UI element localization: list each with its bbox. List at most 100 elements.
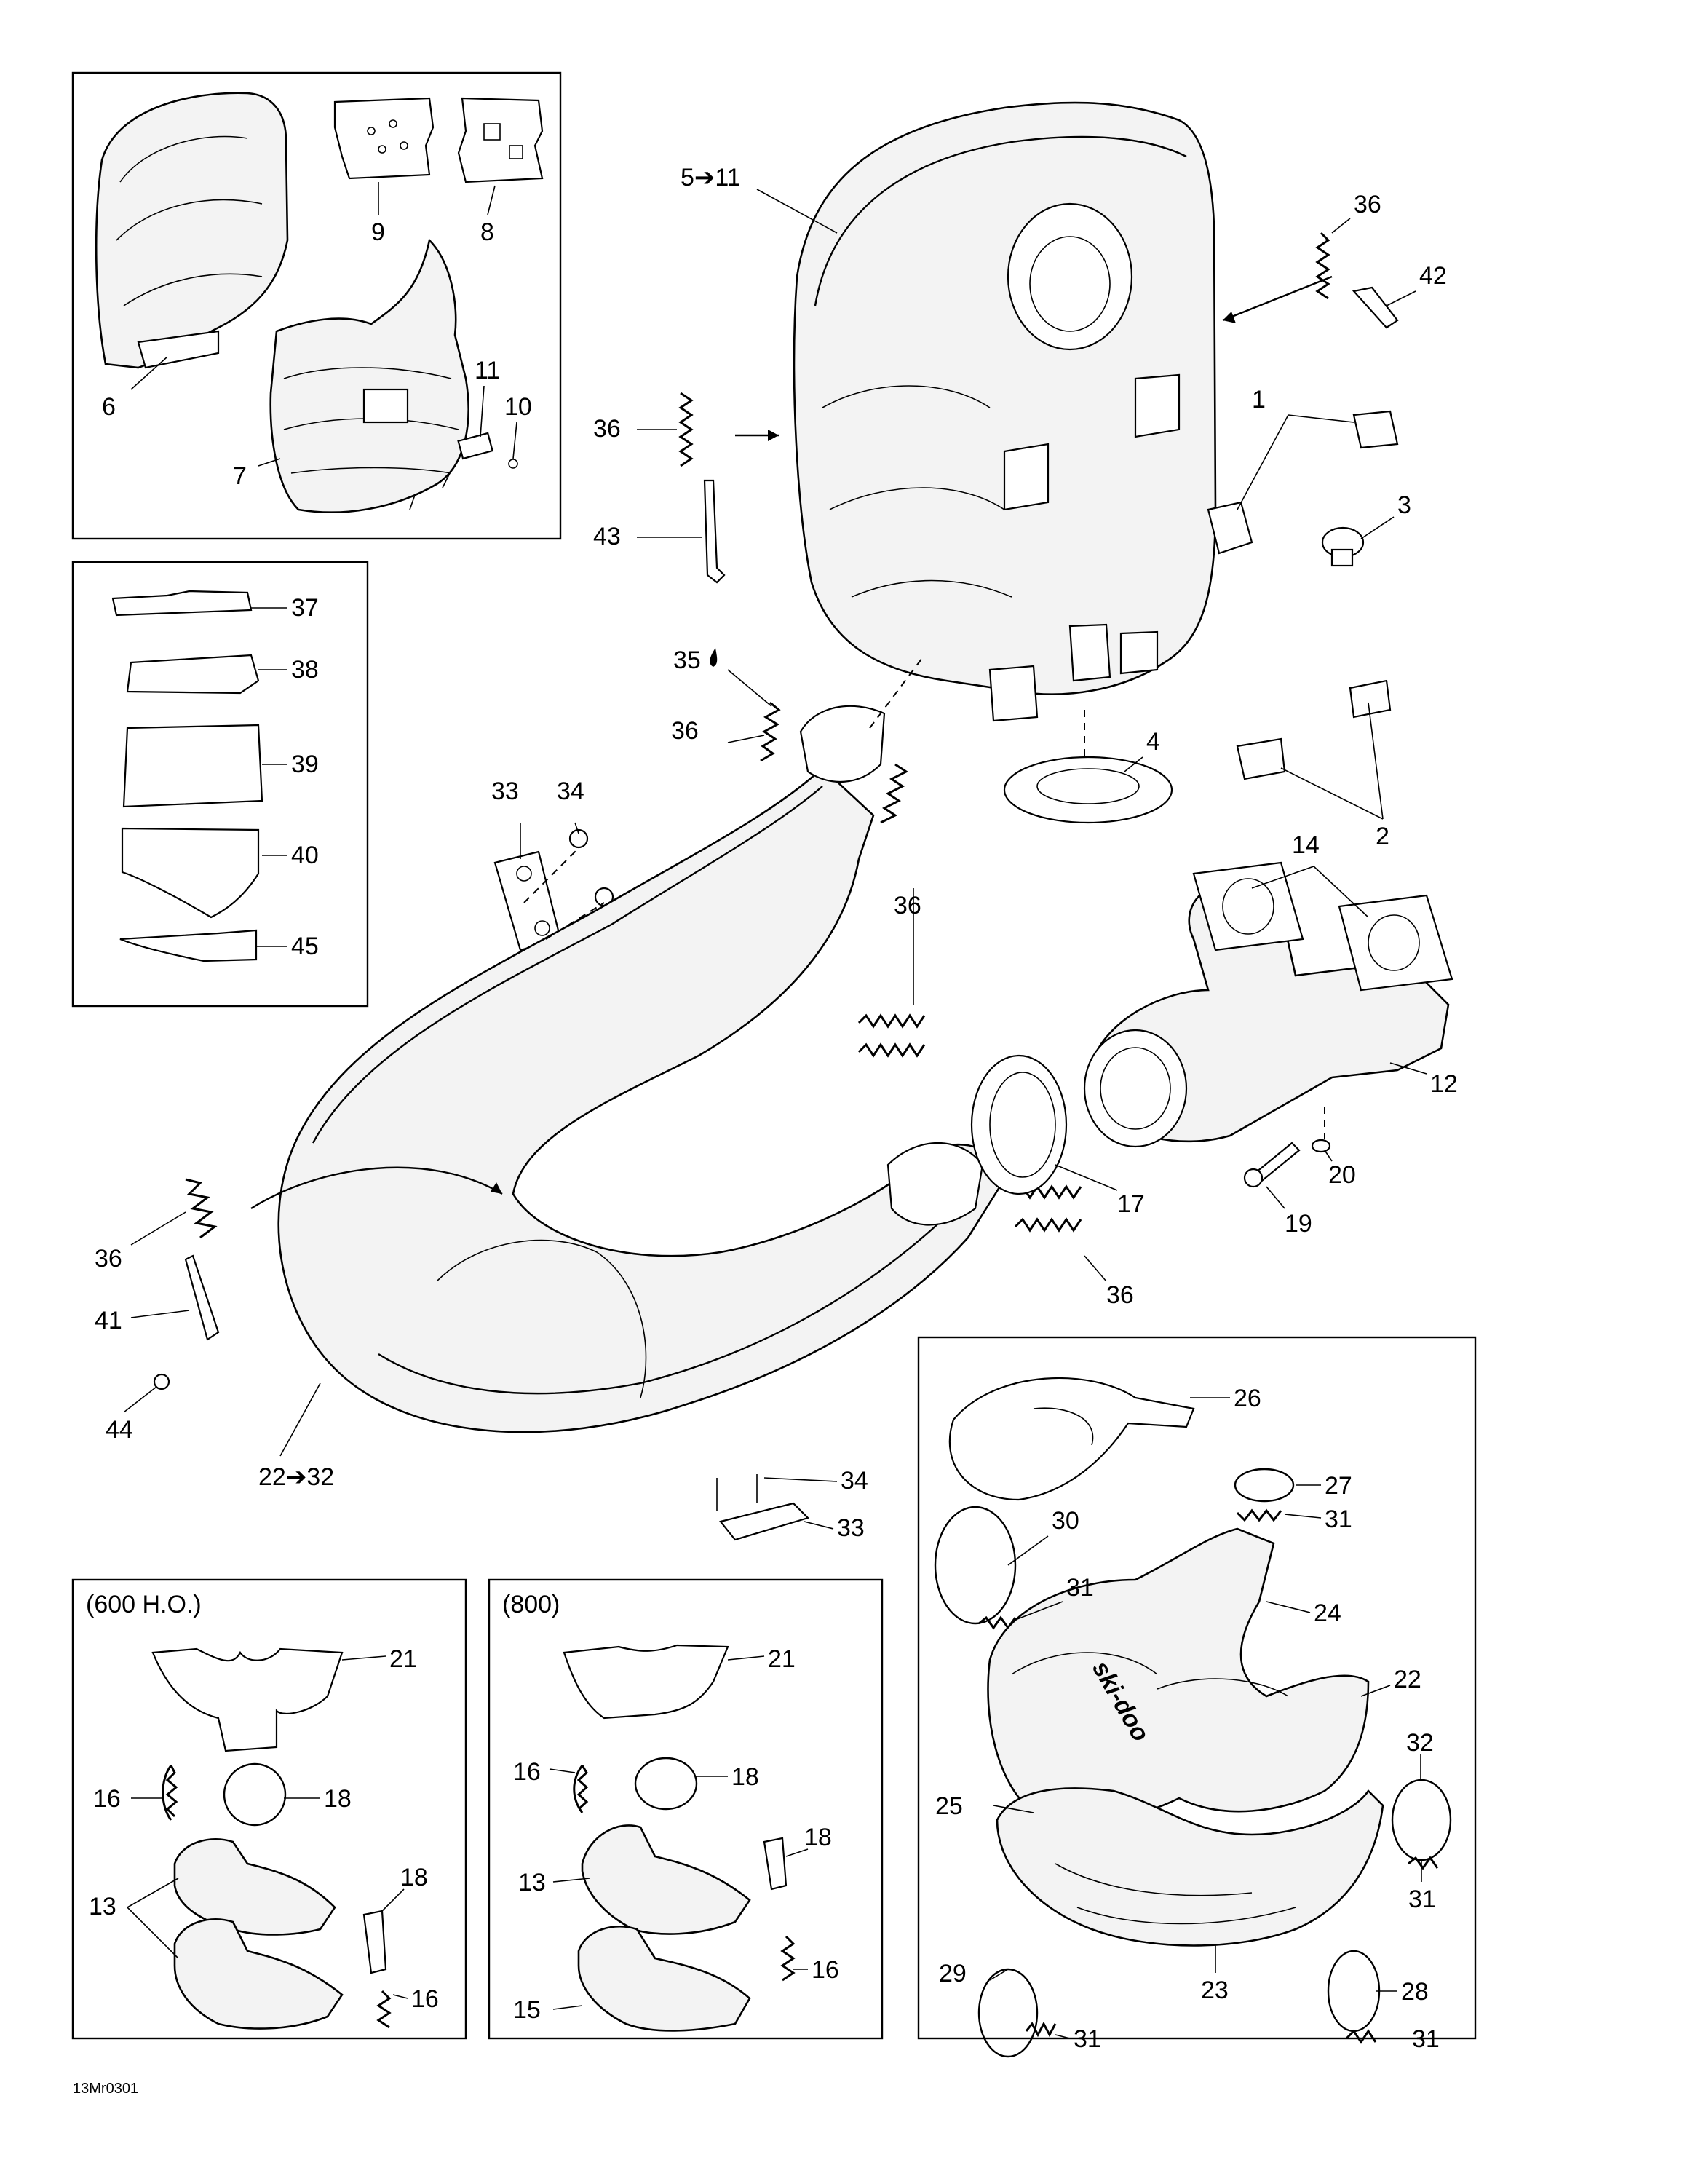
callout-45: 45 — [291, 933, 319, 960]
inset-box-insulation — [71, 561, 369, 1008]
inset-box-heat-shields — [71, 71, 562, 540]
align-line-muffler-pipe — [869, 654, 925, 729]
callout-16-ho-b: 16 — [411, 1985, 439, 2013]
callout-31-b: 31 — [1066, 1574, 1094, 1602]
callout-4: 4 — [1146, 728, 1160, 756]
callout-36-top: 36 — [1354, 191, 1381, 218]
spring-31-d — [1025, 2021, 1057, 2038]
callout-19: 19 — [1285, 1210, 1312, 1238]
callout-13-800: 13 — [518, 1869, 546, 1896]
callout-37: 37 — [291, 594, 319, 622]
s800-spring-16 — [573, 1765, 589, 1813]
spring-36-right — [880, 763, 908, 824]
callout-38: 38 — [291, 656, 319, 684]
gasket-14b — [1338, 894, 1453, 992]
callout-36-lower-left: 36 — [95, 1245, 122, 1273]
grommet-3 — [1321, 526, 1365, 567]
tuned-pipe-22-32 — [277, 705, 1006, 1433]
callout-16-ho: 16 — [93, 1785, 121, 1813]
arrowhead-right — [1223, 312, 1236, 323]
callout-11: 11 — [475, 357, 500, 384]
s800-clamp-18 — [634, 1757, 698, 1811]
callout-12: 12 — [1430, 1070, 1458, 1098]
callout-34-top: 34 — [557, 778, 584, 805]
callout-9: 9 — [371, 218, 385, 246]
bracket-33-lower — [716, 1474, 810, 1541]
ho-spring-16b — [376, 1990, 392, 2029]
insulation-9 — [333, 97, 435, 180]
callout-6: 6 — [102, 393, 116, 421]
spring-36-top — [1315, 232, 1330, 300]
callout-14: 14 — [1292, 831, 1320, 859]
clip-1a — [1352, 410, 1399, 449]
s800-spring-16b — [780, 1935, 796, 1982]
callout-31-a: 31 — [1325, 1506, 1352, 1533]
clamp-30 — [934, 1506, 1017, 1625]
oil-drop-icon — [710, 648, 718, 667]
spring-31-e — [1345, 2029, 1377, 2044]
arrowhead-left — [768, 430, 779, 441]
spring-36-left — [678, 392, 694, 467]
callout-32: 32 — [1406, 1729, 1434, 1757]
cover-26 — [948, 1377, 1195, 1501]
inset-box-pipe-covers — [917, 1336, 1477, 2040]
callout-28: 28 — [1401, 1978, 1429, 2006]
clamp-32 — [1391, 1779, 1452, 1861]
callout-2: 2 — [1376, 823, 1389, 850]
callout-10: 10 — [504, 393, 532, 421]
exhaust-manifold-12 — [1083, 879, 1450, 1148]
inset-box-600ho — [71, 1578, 467, 2040]
arrow-to-pipe — [250, 1166, 503, 1210]
ho-spring-16 — [162, 1765, 178, 1821]
s800-shield-21 — [563, 1644, 729, 1720]
callout-22: 22 — [1394, 1666, 1421, 1693]
callout-8: 8 — [480, 218, 494, 246]
callout-labels: 5➔11 36 42 1 3 36 43 35 36 4 2 33 34 36 … — [73, 164, 1458, 2097]
bracket-11-10 — [409, 432, 518, 510]
bracket-43 — [703, 479, 726, 584]
clamp-28 — [1327, 1950, 1381, 2033]
callout-22-32: 22➔32 — [258, 1463, 334, 1491]
sealing-ring-17 — [970, 1054, 1068, 1195]
callout-36-mid: 36 — [671, 717, 699, 745]
callout-39: 39 — [291, 751, 319, 778]
ho-shield-21 — [151, 1647, 344, 1752]
callout-27: 27 — [1325, 1472, 1352, 1500]
spring-31-c — [1408, 1856, 1439, 1870]
callout-36-bottom: 36 — [1106, 1281, 1134, 1309]
callout-18-800-b: 18 — [804, 1824, 832, 1851]
ho-bracket-18 — [362, 1910, 387, 1974]
s800-cover-15 — [577, 1925, 751, 2032]
insulation-39 — [122, 724, 263, 808]
screw-19 — [1243, 1142, 1301, 1188]
cover-25-23 — [996, 1787, 1384, 1947]
clip-2a — [1349, 679, 1392, 719]
callout-18-ho-a: 18 — [324, 1785, 352, 1813]
spring-36-lower-left — [185, 1178, 218, 1239]
callout-21-800: 21 — [768, 1645, 796, 1673]
inset-title-800: (800) — [502, 1591, 560, 1618]
muffler-5-11 — [793, 101, 1217, 722]
bracket-42 — [1352, 286, 1399, 329]
clamp-27 — [1234, 1468, 1295, 1503]
callout-31-e: 31 — [1412, 2025, 1440, 2053]
callout-20: 20 — [1328, 1161, 1356, 1189]
heat-shield-6 — [95, 92, 289, 369]
cover-24-22: ski-doo — [987, 1527, 1370, 1821]
callout-24: 24 — [1314, 1599, 1341, 1627]
callout-16-800: 16 — [513, 1758, 541, 1786]
insulation-37 — [111, 590, 253, 617]
clamp-29 — [977, 1968, 1039, 2058]
callout-41: 41 — [95, 1307, 122, 1334]
heat-shield-7 — [269, 238, 469, 513]
bracket-41 — [184, 1254, 220, 1341]
callout-30: 30 — [1052, 1507, 1079, 1535]
insulation-8 — [457, 97, 544, 183]
arrow-to-muffler-right — [1222, 275, 1333, 322]
callout-25: 25 — [935, 1792, 963, 1820]
callout-18-ho-b: 18 — [400, 1864, 428, 1891]
washer-20 — [1311, 1139, 1331, 1153]
callout-23: 23 — [1201, 1977, 1229, 2004]
